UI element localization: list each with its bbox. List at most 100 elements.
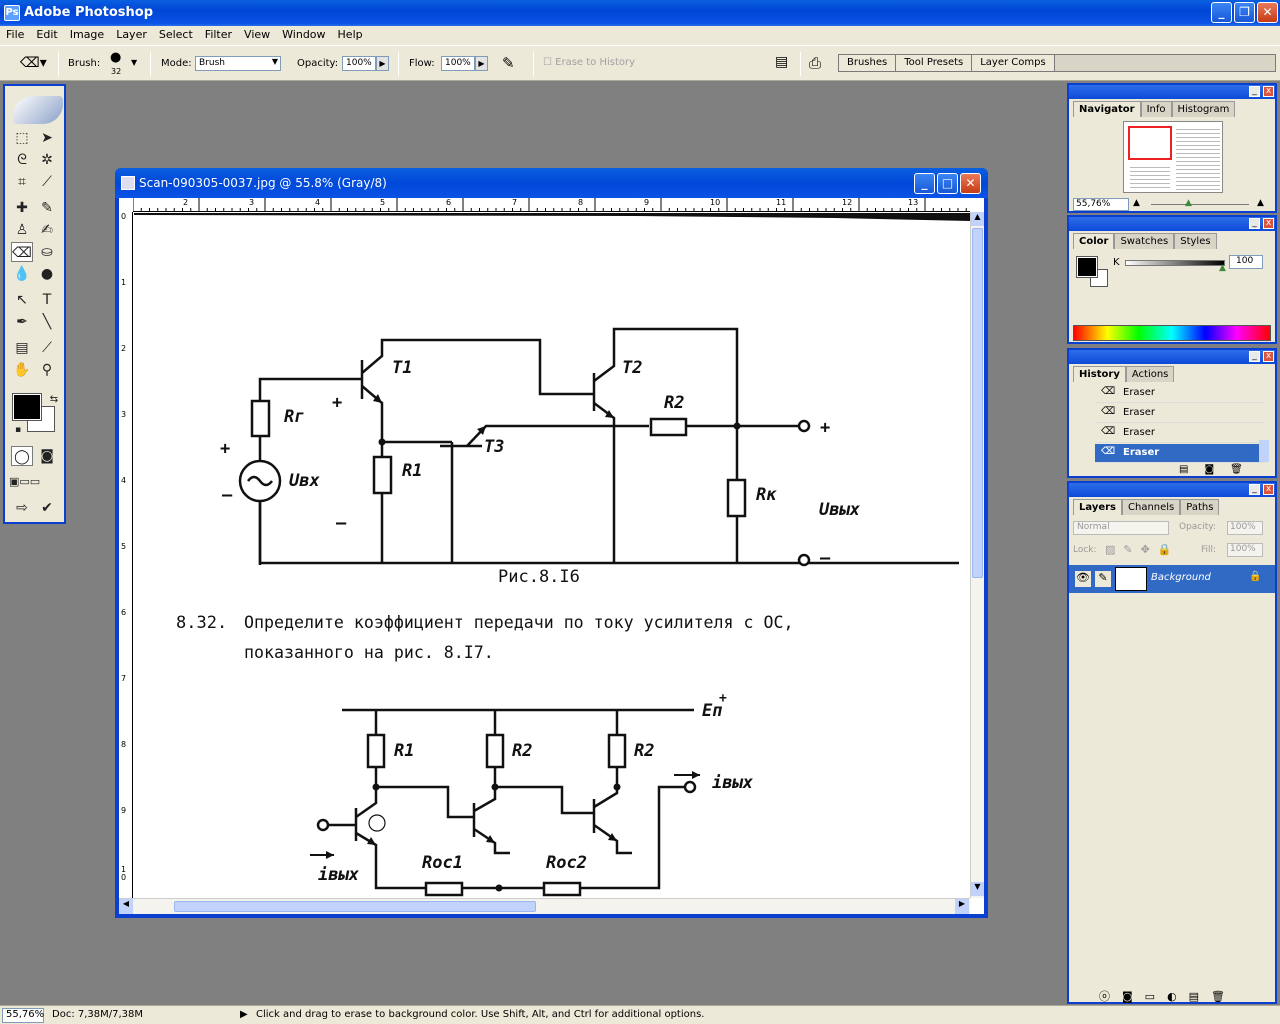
menu-file[interactable]: File	[6, 28, 25, 41]
zoom-tool-icon[interactable]: ⚲	[41, 362, 53, 378]
panel-minimize-icon[interactable]: _	[1249, 86, 1260, 97]
blend-mode-select[interactable]: Normal	[1073, 521, 1169, 535]
menu-edit[interactable]: Edit	[36, 28, 58, 41]
tab-histogram[interactable]: Histogram	[1171, 101, 1236, 117]
eyedropper-icon[interactable]: ⟋	[42, 340, 52, 356]
panel-close-icon[interactable]: x	[1263, 351, 1274, 362]
menu-image[interactable]: Image	[69, 28, 105, 41]
tab-navigator[interactable]: Navigator	[1073, 101, 1141, 117]
k-slider[interactable]	[1125, 260, 1225, 266]
standard-mode-icon[interactable]: ◯	[11, 446, 33, 466]
eraser-tool-icon[interactable]: ⌫	[11, 242, 33, 262]
k-value-input[interactable]: 100	[1229, 255, 1263, 269]
eraser-preset-icon[interactable]: ⌫▾	[20, 55, 47, 71]
blur-tool-icon[interactable]: 💧	[13, 266, 31, 282]
tab-channels[interactable]: Channels	[1122, 499, 1181, 515]
pen-tool-icon[interactable]: ✒	[16, 314, 28, 330]
opacity-input[interactable]: 100%	[342, 56, 376, 71]
photoshop-feather-logo[interactable]	[13, 96, 63, 124]
path-selection-icon[interactable]: ↖	[16, 292, 28, 308]
layer-opacity-input[interactable]: 100%	[1227, 521, 1263, 535]
scroll-left-icon[interactable]: ◀	[119, 899, 133, 914]
panel-minimize-icon[interactable]: _	[1249, 351, 1260, 362]
status-menu-arrow-icon[interactable]: ▶	[240, 1009, 248, 1020]
navigator-thumbnail[interactable]	[1123, 121, 1223, 193]
navigator-view-box[interactable]	[1128, 126, 1172, 160]
history-item[interactable]: ⌫Eraser	[1095, 424, 1265, 443]
history-brush-icon[interactable]: ✍	[41, 222, 53, 238]
panel-close-icon[interactable]: x	[1263, 484, 1274, 495]
menu-help[interactable]: Help	[337, 28, 363, 41]
tab-actions[interactable]: Actions	[1125, 366, 1175, 382]
mode-select[interactable]: Brush▼	[195, 56, 281, 71]
history-footer-icons[interactable]: ▤◙🗑	[1179, 464, 1259, 475]
panel-minimize-icon[interactable]: _	[1249, 484, 1260, 495]
scroll-down-icon[interactable]: ▼	[971, 882, 984, 896]
brush-dropdown-icon[interactable]: ▼	[131, 58, 138, 67]
doc-maximize-button[interactable]: □	[937, 173, 958, 194]
menu-select[interactable]: Select	[158, 28, 193, 41]
flow-input[interactable]: 100%	[441, 56, 475, 71]
brush-link-icon[interactable]: ✎	[1095, 571, 1111, 587]
tab-history[interactable]: History	[1073, 366, 1126, 382]
tab-swatches[interactable]: Swatches	[1114, 233, 1175, 249]
panel-minimize-icon[interactable]: _	[1249, 218, 1260, 229]
opacity-slider-button[interactable]: ▶	[376, 56, 389, 71]
tab-paths[interactable]: Paths	[1180, 499, 1220, 515]
panel-close-icon[interactable]: x	[1263, 218, 1274, 229]
menu-layer[interactable]: Layer	[116, 28, 147, 41]
visibility-eye-icon[interactable]: 👁	[1075, 571, 1091, 587]
brush-tool-icon[interactable]: ✎	[41, 200, 53, 216]
well-tab-layer-comps[interactable]: Layer Comps	[972, 55, 1055, 71]
status-zoom[interactable]: 55,76%	[2, 1008, 44, 1023]
history-item[interactable]: ⌫Eraser	[1095, 384, 1265, 403]
notes-tool-icon[interactable]: ▤	[15, 340, 29, 356]
foreground-color[interactable]	[12, 393, 42, 421]
zoom-in-icon[interactable]: ▲	[1257, 198, 1264, 208]
color-fg-swatch[interactable]	[1076, 256, 1098, 278]
navigator-zoom-input[interactable]: 55,76%	[1073, 198, 1129, 211]
paint-bucket-icon[interactable]: ⛀	[41, 244, 53, 260]
move-tool-icon[interactable]: ➤	[41, 130, 53, 146]
layers-footer-icons[interactable]: ⓞ◙▭◐▤🗑	[1099, 990, 1238, 1003]
airbrush-icon[interactable]: ✎	[502, 54, 515, 72]
scroll-right-icon[interactable]: ▶	[955, 899, 969, 914]
vertical-scrollbar[interactable]: ▲ ▼	[970, 212, 984, 898]
screen-mode-icon[interactable]: ▣▭▭	[9, 475, 41, 488]
hand-tool-icon[interactable]: ✋	[13, 362, 31, 378]
default-colors-icon[interactable]: ▪	[14, 425, 22, 435]
layer-row-background[interactable]: 👁 ✎ Background 🔒	[1069, 565, 1275, 593]
crop-tool-icon[interactable]: ⌗	[18, 174, 26, 190]
flow-slider-button[interactable]: ▶	[475, 56, 488, 71]
panel-close-icon[interactable]: x	[1263, 86, 1274, 97]
well-tab-brushes[interactable]: Brushes	[839, 55, 897, 71]
slice-tool-icon[interactable]: ⟋	[42, 174, 52, 190]
color-ramp[interactable]	[1073, 325, 1271, 341]
tab-layers[interactable]: Layers	[1073, 499, 1122, 515]
clone-stamp-icon[interactable]: ♙	[15, 222, 29, 238]
magic-wand-icon[interactable]: ✲	[41, 152, 53, 168]
marquee-tool-icon[interactable]: ⬚	[15, 130, 29, 146]
brush-dot-icon[interactable]: ●	[110, 50, 122, 65]
lock-icons[interactable]: ▨✎✥🔒	[1105, 543, 1180, 556]
imageready-icon[interactable]: ✔	[41, 500, 53, 516]
horizontal-scroll-thumb[interactable]	[174, 901, 536, 912]
file-browser-icon[interactable]: ▤	[775, 54, 789, 70]
history-item[interactable]: ⌫Eraser	[1095, 404, 1265, 423]
menu-view[interactable]: View	[244, 28, 271, 41]
zoom-slider[interactable]	[1151, 204, 1249, 205]
zoom-out-icon[interactable]: ▲	[1133, 198, 1140, 208]
horizontal-scrollbar[interactable]: ◀ ▶	[119, 898, 970, 914]
minimize-button[interactable]: _	[1211, 2, 1232, 23]
tab-styles[interactable]: Styles	[1174, 233, 1217, 249]
healing-brush-icon[interactable]: ✚	[16, 200, 28, 216]
quick-mask-icon[interactable]: ◙	[40, 448, 54, 464]
dodge-tool-icon[interactable]: ●	[40, 266, 54, 282]
tab-info[interactable]: Info	[1140, 101, 1172, 117]
type-tool-icon[interactable]: T	[42, 292, 52, 308]
history-item-selected[interactable]: ⌫Eraser	[1095, 444, 1265, 463]
jump-to-imageready-icon[interactable]: ⇨	[16, 500, 28, 516]
palette-well-icon[interactable]: ⎙	[809, 54, 822, 72]
line-tool-icon[interactable]: ╲	[42, 314, 52, 330]
k-slider-handle[interactable]: ▲	[1219, 263, 1226, 273]
